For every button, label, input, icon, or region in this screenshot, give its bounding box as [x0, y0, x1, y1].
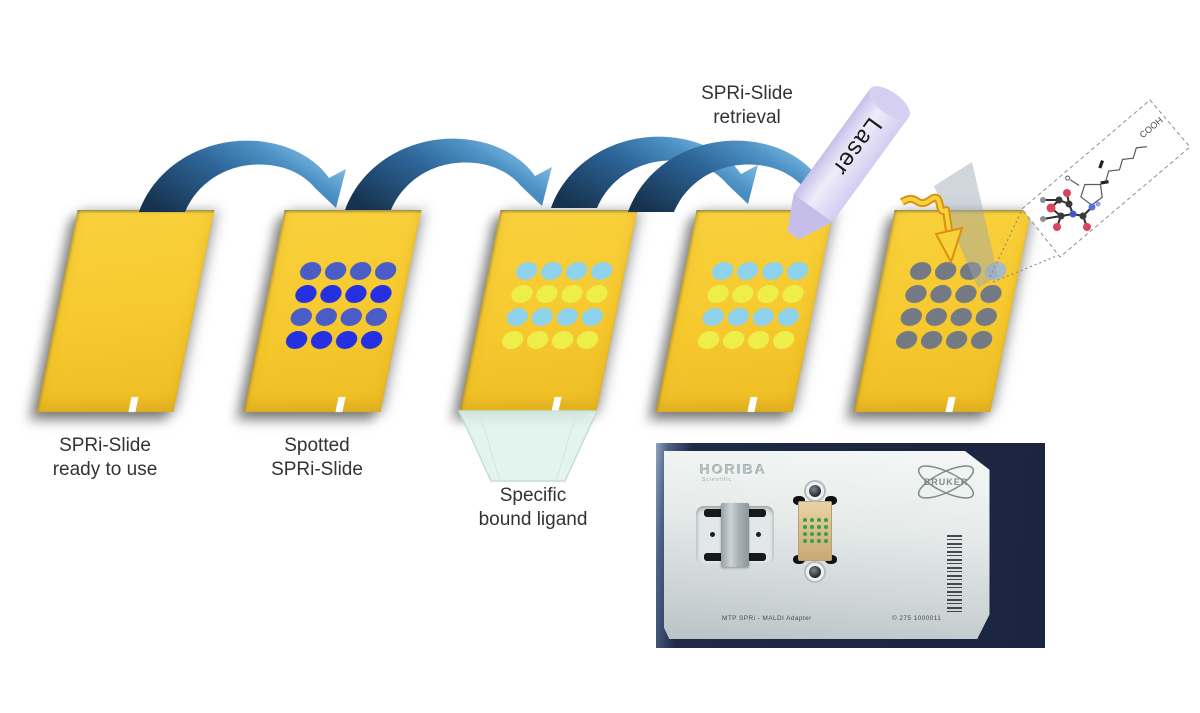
caption-step1: SPRi-Slide ready to use — [52, 435, 158, 480]
horiba-sub-label: Scientific — [702, 477, 733, 483]
spot — [803, 532, 807, 536]
horiba-logo: HORIBA — [700, 461, 768, 477]
holder-slide — [798, 501, 832, 561]
spot — [810, 532, 814, 536]
svg-text:BRUKER: BRUKER — [924, 477, 969, 487]
green-spot-grid — [803, 518, 828, 543]
adapter-plate: HORIBA Scientific BRUKER — [664, 451, 990, 639]
laser-bolt-icon — [899, 193, 964, 265]
serial-number: © 275 1000011 — [892, 615, 942, 622]
spot — [810, 525, 814, 529]
caption-step2: Spotted SPRi-Slide — [271, 435, 363, 480]
funnel — [457, 410, 599, 482]
barcode — [947, 535, 962, 613]
recess-screw-hole — [756, 532, 761, 537]
molecule-inset: COOH — [989, 99, 1191, 283]
spot — [803, 539, 807, 543]
spot — [810, 539, 814, 543]
holder-clamp — [793, 496, 805, 505]
bruker-logo: BRUKER — [917, 465, 975, 499]
adapter-photo: HORIBA Scientific BRUKER — [656, 443, 1045, 648]
spot — [817, 539, 821, 543]
molecule-ballstick — [1040, 189, 1101, 231]
adapter-label: MTP SPRi - MALDI Adapter — [722, 615, 812, 622]
holder-clamp — [825, 496, 837, 505]
flow-arrow-1 — [139, 140, 346, 212]
metal-clip — [721, 503, 749, 567]
holder-screw-bottom — [804, 561, 826, 583]
caption-retrieval: SPRi-Slide retrieval — [701, 83, 793, 128]
spot — [817, 518, 821, 522]
caption-step3: Specific bound ligand — [478, 485, 588, 530]
recess-screw-hole — [710, 532, 715, 537]
spot — [824, 525, 828, 529]
spot — [803, 518, 807, 522]
spot — [824, 532, 828, 536]
magnifier-dotted-line — [992, 254, 1060, 283]
spot — [824, 518, 828, 522]
spot — [817, 525, 821, 529]
flow-arrow-2 — [345, 138, 552, 210]
clip-recess — [696, 503, 774, 567]
spot — [817, 532, 821, 536]
magnifier-dotted-line — [989, 209, 1023, 278]
laser-beam — [934, 162, 998, 288]
holder-screw-top — [804, 480, 826, 502]
spot — [824, 539, 828, 543]
spot — [810, 518, 814, 522]
spot — [803, 525, 807, 529]
